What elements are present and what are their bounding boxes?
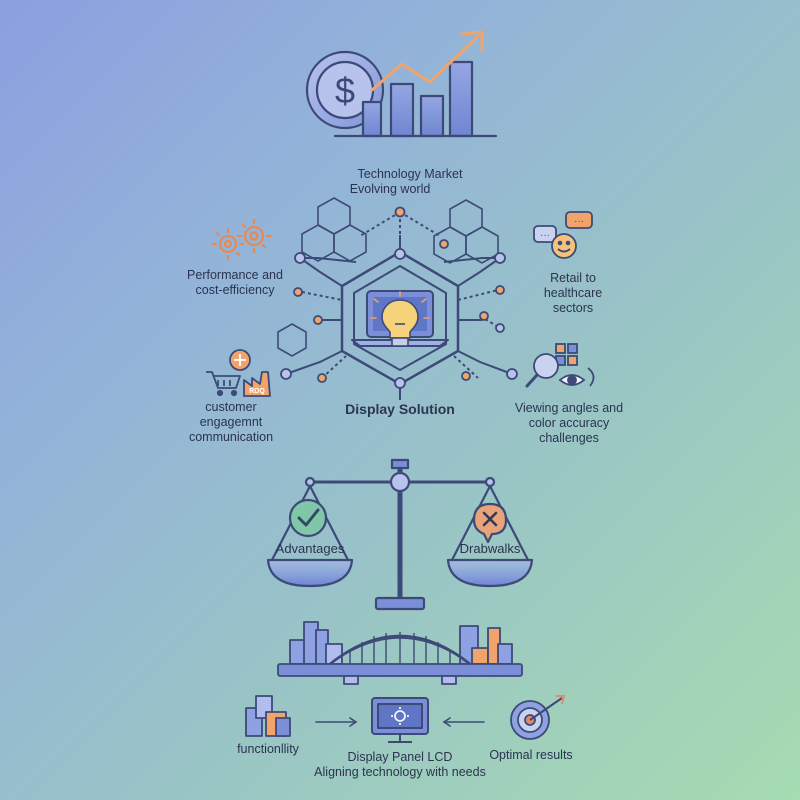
city-base [277,663,523,677]
pan-right [446,558,534,588]
label-aligning: Aligning technology with needs [314,765,486,779]
buildings-right [459,625,513,665]
balance-scale [266,458,534,611]
check-icon [288,498,328,538]
label-functionality: functionllity [237,742,299,756]
header-line-1: Technology Market [357,167,463,181]
factory-badge-text: RDQ [249,388,265,395]
cart-factory-icon [206,349,271,397]
chat-dots-orange: ··· [574,216,584,227]
header-line-2: Evolving world [349,182,431,196]
target-icon [510,695,566,740]
label-engagement: customer engagemnt communication [188,400,274,444]
dollar-sign: $ [335,70,355,111]
x-icon [472,502,508,544]
advantages-label: Advantages [275,541,345,556]
hexagon-small [277,323,307,357]
pan-left [266,558,354,588]
puzzle-blocks-icon [245,695,291,737]
magnifier-eye-icon [525,343,595,388]
lightbulb-icon [381,299,419,347]
gear-icon [391,707,409,725]
eye-icon [558,374,586,386]
label-optimal: Optimal results [489,748,573,762]
network-nodes [280,206,518,389]
drawbacks-label: Drabwalks [459,541,521,556]
lcd-panel-icon [371,697,429,743]
hexagon-cluster-right [433,199,499,264]
flow-arrows [315,717,485,727]
hub-inner-hexagon [353,264,447,372]
market-growth-icon [305,30,498,138]
monitor-lightbulb-icon [351,290,449,347]
hexagon-cluster-left [301,197,367,262]
label-display-panel: Display Panel LCD [347,750,453,764]
buildings-left [289,621,343,665]
label-performance: Performance and cost-efficiency [187,268,283,297]
gears-icon [211,218,272,261]
city-bridge-illustration [277,621,523,685]
shopping-cart-icon [206,371,241,397]
trend-arrow-icon [370,30,484,92]
factory-icon [243,371,271,397]
label-challenges: Viewing angles and color accuracy challe… [514,401,624,445]
chat-smiley-icon [533,211,593,259]
chat-dots: ··· [540,230,550,241]
label-sectors: Retail to healthcare sectors [543,271,603,315]
hub-title: Display Solution [345,401,455,417]
bar-chart-icon [333,60,498,138]
